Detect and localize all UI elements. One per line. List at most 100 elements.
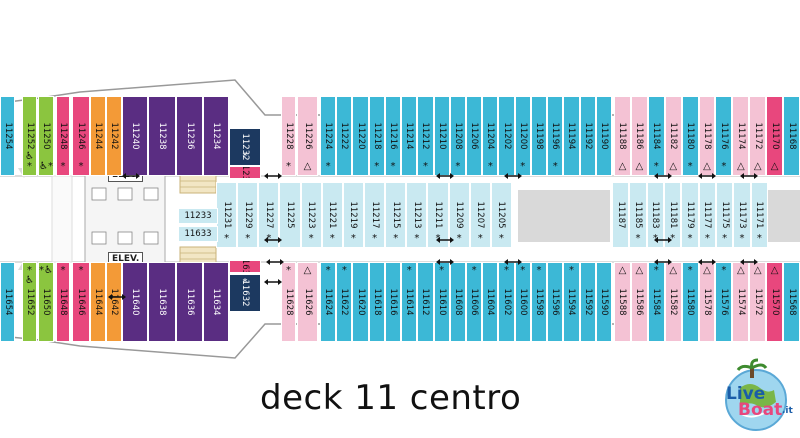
cabin-number: 11186 xyxy=(634,122,645,150)
cabin-number: 11185 xyxy=(632,201,643,229)
cabin-symbol: * xyxy=(341,265,347,276)
cabin-number: 11250 xyxy=(41,122,51,150)
connecting-door-icon xyxy=(654,259,672,265)
cabin-11171: 11171 * xyxy=(750,182,768,248)
cabin-11177: 11177* xyxy=(698,182,716,248)
cabin-11214: 11214 xyxy=(401,96,418,176)
cabin-number: 11612 xyxy=(420,288,431,316)
cabin-number: 11183 xyxy=(650,201,661,229)
cabin-number: 11190 xyxy=(598,122,609,150)
cabin-number: 11171 xyxy=(754,201,765,229)
cabin-symbol: △ xyxy=(303,265,312,276)
cabin-symbol: ♿* xyxy=(25,151,34,172)
cabin-11618: 11618 xyxy=(368,262,385,342)
cabin-number: 11218 xyxy=(371,122,382,150)
cabin-number: 11176 xyxy=(718,122,729,150)
cabin-number: 11198 xyxy=(533,122,544,150)
cabin-number: 11234 xyxy=(211,122,221,150)
cabin-number: 11606 xyxy=(469,288,480,316)
cabin-number: 11223 xyxy=(306,201,317,229)
cabin-11240: 11240 xyxy=(122,96,148,176)
cabin-11176: 11176* xyxy=(715,96,733,176)
connecting-door-icon xyxy=(264,173,282,179)
cabin-11234: 11234 xyxy=(203,96,229,176)
cabin-symbol: * xyxy=(308,233,314,244)
cabin-number: 11652 xyxy=(24,288,35,316)
cabin-symbol: * xyxy=(374,161,380,172)
cabin-11206: 11206 xyxy=(466,96,483,176)
cabin-number: 11600 xyxy=(517,288,528,316)
cabin-number: 11646 xyxy=(76,288,86,316)
cabin-number: 11598 xyxy=(533,288,544,316)
cabin-11225: 11225 xyxy=(279,182,301,248)
cabin-symbol: * xyxy=(393,233,399,244)
cabin-symbol: * xyxy=(687,233,693,244)
cabin-symbol: * xyxy=(739,233,745,244)
cabin-11168: 11168 xyxy=(783,96,800,176)
cabin-number: 11240 xyxy=(130,122,140,150)
cabin-number: 11229 xyxy=(242,201,253,229)
cabin-number: 11624 xyxy=(323,288,334,316)
room-11233: 11233 xyxy=(178,208,218,224)
cabin-number: 11628 xyxy=(283,288,294,316)
cabin-number: 11209 xyxy=(454,201,465,229)
cabin-11196: 11196* xyxy=(547,96,564,176)
cabin-number: 11213 xyxy=(411,201,422,229)
cabin-number: 11200 xyxy=(517,122,528,150)
cabin-symbol: * xyxy=(653,265,659,276)
cabin-symbol: * xyxy=(455,161,461,172)
cabin-symbol: *♿ xyxy=(25,265,34,286)
cabin-symbol: * xyxy=(456,233,462,244)
cabin-11596: 11596 xyxy=(547,262,564,342)
deck-caption: deck 11 centro xyxy=(260,378,522,418)
cabin-number: 11594 xyxy=(566,288,577,316)
cabin-11175: 11175* xyxy=(716,182,734,248)
cabin-11588: 11588△ xyxy=(614,262,631,342)
cabin-number: 11210 xyxy=(436,122,447,150)
cabin-11213: 11213* xyxy=(406,182,428,248)
cabin-11652: 11652 *♿ xyxy=(22,262,37,342)
cabin-number: 11580 xyxy=(685,288,696,316)
cabin-number: 11654 xyxy=(2,288,13,316)
cabin-11217: 11217* xyxy=(364,182,386,248)
cabin-11602: 11602* xyxy=(498,262,515,342)
cabin-number: 11630 xyxy=(240,261,250,272)
cabin-11636: 11636 xyxy=(176,262,203,342)
cabin-11616: 11616 xyxy=(384,262,402,342)
cabin-symbol: * xyxy=(390,161,396,172)
cabin-symbol: * xyxy=(471,265,477,276)
connecting-door-icon xyxy=(436,173,454,179)
cabin-11620: 11620 xyxy=(352,262,369,342)
cabin-number: 11610 xyxy=(436,288,447,316)
cabin-11215: 11215* xyxy=(385,182,407,248)
cabin-symbol: * xyxy=(266,233,272,244)
connecting-door-icon xyxy=(108,294,126,300)
cabin-11254: 11254 xyxy=(0,96,15,176)
cabin-number: 11187 xyxy=(615,201,626,229)
cabin-number: 11208 xyxy=(452,122,463,150)
cabin-11570: 11570△ xyxy=(766,262,784,342)
cabin-11188: 11188△ xyxy=(614,96,631,176)
cabin-11224: 11224* xyxy=(320,96,337,176)
cabin-11227: 11227* xyxy=(258,182,280,248)
cabin-symbol: * xyxy=(242,277,248,288)
cabin-number: 11572 xyxy=(752,288,763,316)
cabin-number: 11206 xyxy=(469,122,480,150)
cabin-symbol: * xyxy=(520,265,526,276)
cabin-11174: 11174△ xyxy=(732,96,750,176)
cabin-number: 11622 xyxy=(339,288,350,316)
cabin-number: 11225 xyxy=(284,201,295,229)
cabin-11584: 11584* xyxy=(647,262,665,342)
cabin-11622: 11622 * xyxy=(336,262,353,342)
cabin-symbol: * xyxy=(329,233,335,244)
cabin-number: 11211 xyxy=(432,201,443,229)
cabin-number: 11602 xyxy=(501,288,512,316)
cabin-number: 11244 xyxy=(93,122,103,150)
cabin-number: 11214 xyxy=(404,122,415,150)
cabin-symbol: * xyxy=(756,233,762,244)
cabin-symbol: * xyxy=(325,161,331,172)
cabin-number: 11192 xyxy=(582,122,593,150)
cabin-number: 11574 xyxy=(735,288,746,316)
cabin-number: 11242 xyxy=(109,122,119,150)
cabin-symbol: △ xyxy=(736,161,745,172)
